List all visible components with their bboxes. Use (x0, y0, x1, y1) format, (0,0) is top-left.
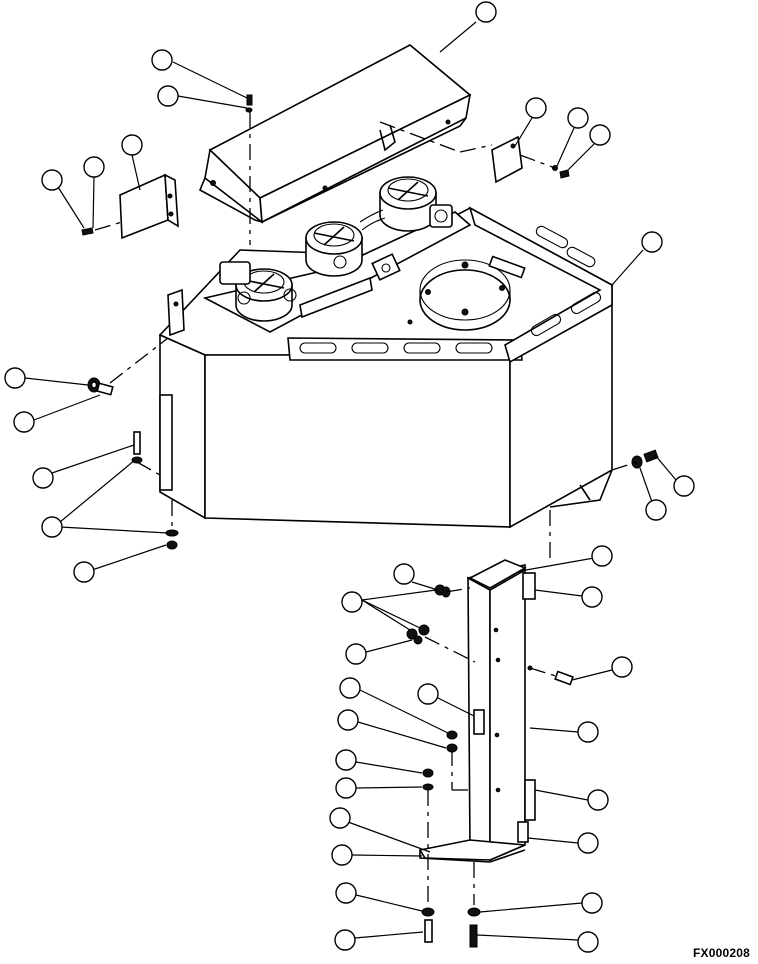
callout-bubble (645, 499, 667, 521)
left-bracket (119, 173, 179, 240)
callout-bubble (611, 656, 633, 678)
filter-3 (359, 176, 453, 232)
callout-bubble (581, 586, 603, 608)
callout-bubble (151, 49, 173, 71)
callout-bubble (345, 643, 367, 665)
callout-bubble (673, 475, 695, 497)
callout-bubble (41, 516, 63, 538)
callout-bubble (341, 591, 363, 613)
callout-bubble (581, 892, 603, 914)
drawing-code-label: FX000208 (693, 946, 750, 960)
assembly-lines (94, 112, 638, 905)
callout-bubble (393, 563, 415, 585)
callout-bubble (157, 85, 179, 107)
callout-bubble (591, 545, 613, 567)
callout-bubble (83, 156, 105, 178)
callout-bubble (335, 749, 357, 771)
callout-bubble (335, 882, 357, 904)
callout-bubble (13, 411, 35, 433)
callout-bubble (567, 107, 589, 129)
filter-2 (305, 221, 363, 277)
callout-bubble (577, 832, 599, 854)
tank-lid (407, 255, 526, 331)
callout-bubble (587, 789, 609, 811)
callout-bubble (339, 677, 361, 699)
callout-bubble (577, 721, 599, 743)
top-cover (198, 44, 472, 224)
callout-bubble (337, 709, 359, 731)
callout-bubble (4, 367, 26, 389)
callout-bubble (73, 561, 95, 583)
callout-bubble (525, 97, 547, 119)
callout-bubble (589, 124, 611, 146)
mounting-post (418, 559, 536, 863)
callout-bubble (329, 807, 351, 829)
callout-bubble (331, 844, 353, 866)
right-plate (491, 135, 523, 184)
callout-bubble (335, 777, 357, 799)
callout-bubble (121, 134, 143, 156)
callout-bubble (641, 231, 663, 253)
callout-bubble (577, 931, 599, 953)
callout-bubble (41, 169, 63, 191)
callout-bubble (475, 1, 497, 23)
callout-bubble (334, 929, 356, 951)
callouts (4, 1, 695, 953)
filter-1 (219, 261, 297, 322)
callout-bubble (32, 467, 54, 489)
hardware (81, 94, 659, 948)
callout-bubble (417, 683, 439, 705)
